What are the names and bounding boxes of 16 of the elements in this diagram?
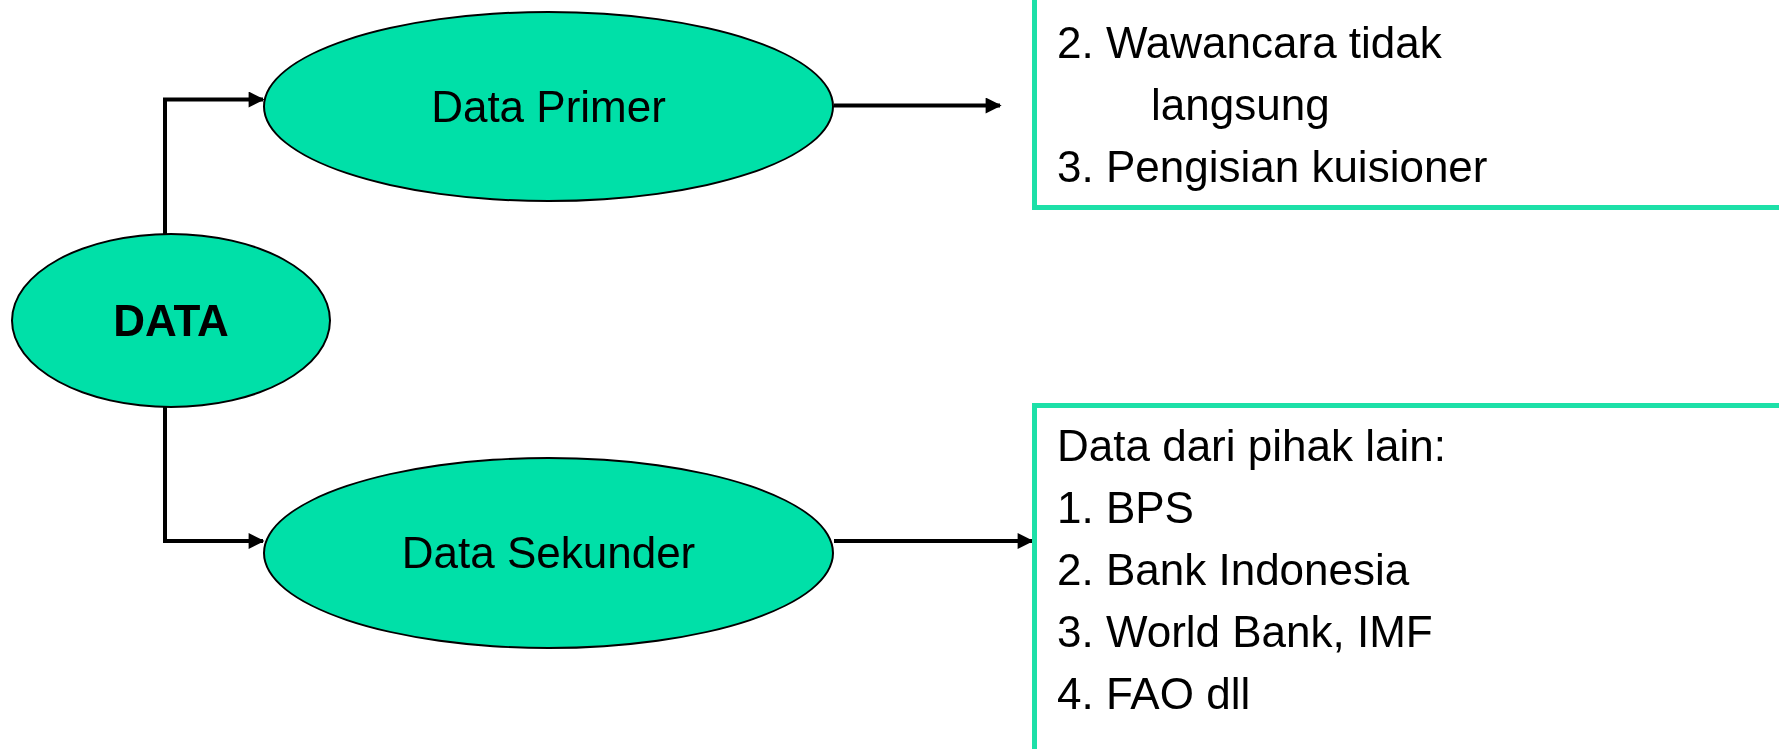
list-item: 2. Wawancara tidak langsung (1057, 17, 1443, 131)
list-item: 3. World Bank, IMF (1057, 606, 1434, 658)
list-box (1032, 403, 1779, 749)
list-box (1032, 0, 1779, 210)
list-item: 3. Pengisian kuisioner (1057, 141, 1489, 193)
list-item: 1. BPS (1057, 482, 1195, 534)
arrow (834, 533, 1034, 549)
arrow (834, 97, 1002, 114)
arrow (163, 91, 265, 235)
list-heading: Data dari pihak lain: (1057, 420, 1447, 472)
list-item: 4. FAO dll (1057, 668, 1252, 720)
node-label: Data Primer (431, 80, 666, 133)
node-label: DATA (113, 294, 229, 347)
arrow (163, 406, 265, 549)
list-item: 2. Bank Indonesia (1057, 544, 1411, 596)
node-label: Data Sekunder (401, 527, 696, 579)
